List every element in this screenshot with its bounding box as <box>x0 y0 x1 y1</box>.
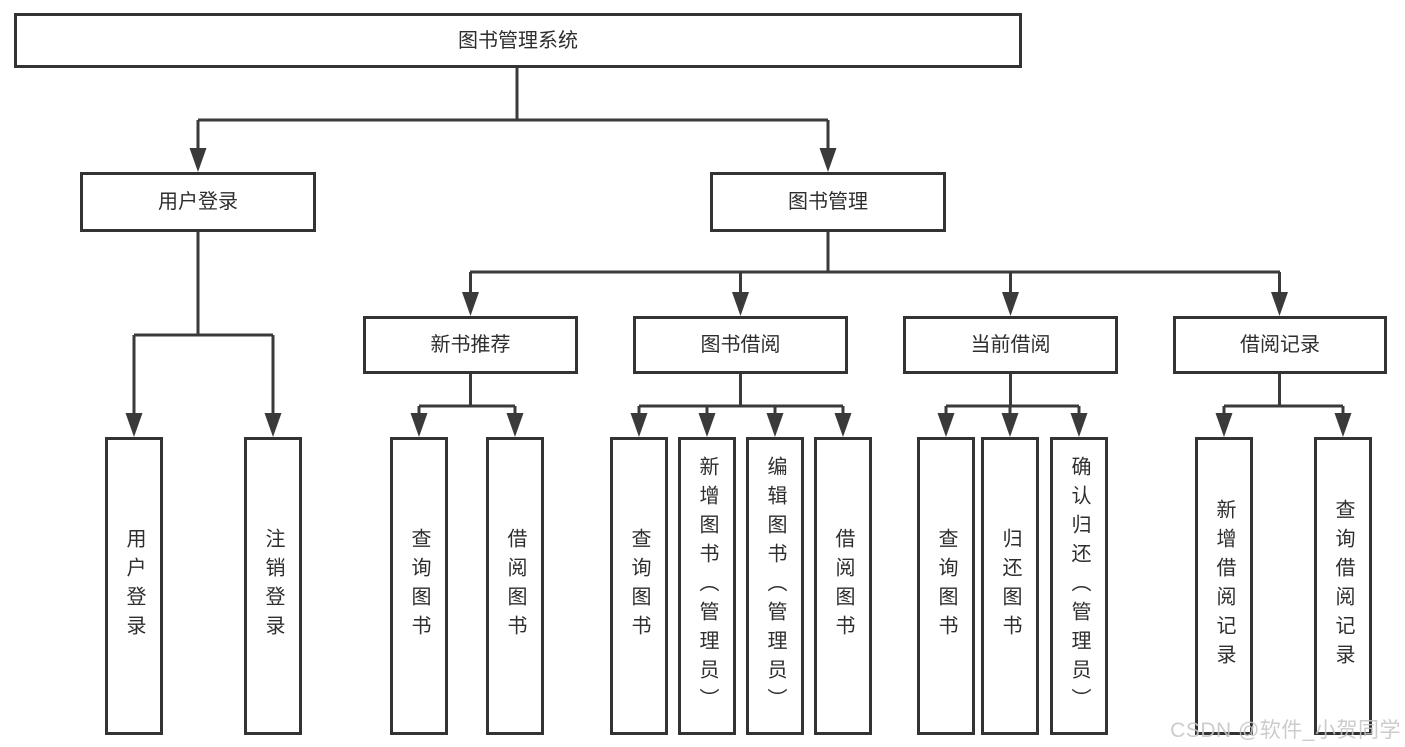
node-label: 新增图书（管理员） <box>696 455 718 717</box>
arrow-down-icon <box>1001 413 1019 437</box>
connector-records-to-leaves <box>1222 374 1345 415</box>
node-library-management-system: 图书管理系统 <box>14 13 1022 68</box>
node-label: 归还图书 <box>999 528 1021 644</box>
connector-login-to-leaves <box>132 232 275 415</box>
node-label: 编辑图书（管理员） <box>764 455 786 717</box>
connector-root-to-level2 <box>196 68 830 150</box>
node-label: 新书推荐 <box>430 334 511 356</box>
node-label: 用户登录 <box>158 191 238 213</box>
node-label: 查询图书 <box>628 528 650 644</box>
leaf-current-query-book: 查询图书 <box>917 437 975 735</box>
arrow-down-icon <box>1070 413 1088 437</box>
arrow-down-icon <box>264 413 282 437</box>
arrow-down-icon <box>1271 292 1288 316</box>
arrow-down-icon <box>937 413 955 437</box>
connector-current-to-leaves <box>944 374 1081 415</box>
arrow-down-icon <box>410 413 428 437</box>
node-label: 注销登录 <box>262 528 284 644</box>
connector-borrow-to-leaves <box>637 374 845 415</box>
node-label: 查询图书 <box>408 528 430 644</box>
node-label: 查询图书 <box>935 528 957 644</box>
node-borrow-records: 借阅记录 <box>1173 316 1387 374</box>
node-label: 借阅记录 <box>1240 334 1320 356</box>
node-current-borrow: 当前借阅 <box>903 316 1118 374</box>
arrow-down-icon <box>1215 413 1233 437</box>
node-new-book-recommend: 新书推荐 <box>363 316 578 374</box>
arrow-down-icon <box>125 413 143 437</box>
node-label: 确认归还（管理员） <box>1068 455 1090 717</box>
node-label: 用户登录 <box>123 528 145 644</box>
node-label: 借阅图书 <box>832 528 854 644</box>
csdn-watermark: CSDN @软件_小贺同学 <box>1170 719 1401 742</box>
node-label: 图书管理系统 <box>458 29 578 52</box>
arrow-down-icon <box>630 413 648 437</box>
leaf-recommend-borrow-book: 借阅图书 <box>486 437 544 735</box>
node-label: 图书管理 <box>788 191 868 213</box>
leaf-return-book: 归还图书 <box>981 437 1039 735</box>
arrow-down-icon <box>819 148 837 172</box>
node-user-login: 用户登录 <box>80 172 316 232</box>
arrow-down-icon <box>506 413 524 437</box>
node-label: 当前借阅 <box>970 334 1051 356</box>
node-label: 查询借阅记录 <box>1332 499 1354 673</box>
connector-recommend-to-leaves <box>417 374 517 415</box>
arrow-down-icon <box>698 413 716 437</box>
connector-mgmt-to-level3 <box>469 232 1281 294</box>
leaf-query-borrow-record: 查询借阅记录 <box>1314 437 1372 735</box>
leaf-add-book-admin: 新增图书（管理员） <box>678 437 736 735</box>
arrow-down-icon <box>189 148 207 172</box>
node-book-borrow: 图书借阅 <box>633 316 848 374</box>
arrow-down-icon <box>834 413 852 437</box>
arrow-down-icon <box>766 413 784 437</box>
leaf-confirm-return-admin: 确认归还（管理员） <box>1050 437 1108 735</box>
leaf-add-borrow-record: 新增借阅记录 <box>1195 437 1253 735</box>
leaf-recommend-query-book: 查询图书 <box>390 437 448 735</box>
arrow-down-icon <box>732 292 749 316</box>
leaf-borrow-query-book: 查询图书 <box>610 437 668 735</box>
node-book-management: 图书管理 <box>710 172 946 232</box>
arrow-down-icon <box>1002 292 1019 316</box>
arrow-down-icon <box>462 292 479 316</box>
leaf-user-login: 用户登录 <box>105 437 163 735</box>
arrow-down-icon <box>1334 413 1352 437</box>
node-label: 新增借阅记录 <box>1213 499 1235 673</box>
leaf-logout: 注销登录 <box>244 437 302 735</box>
leaf-edit-book-admin: 编辑图书（管理员） <box>746 437 804 735</box>
node-label: 借阅图书 <box>504 528 526 644</box>
node-label: 图书借阅 <box>700 334 781 356</box>
leaf-borrow-book: 借阅图书 <box>814 437 872 735</box>
